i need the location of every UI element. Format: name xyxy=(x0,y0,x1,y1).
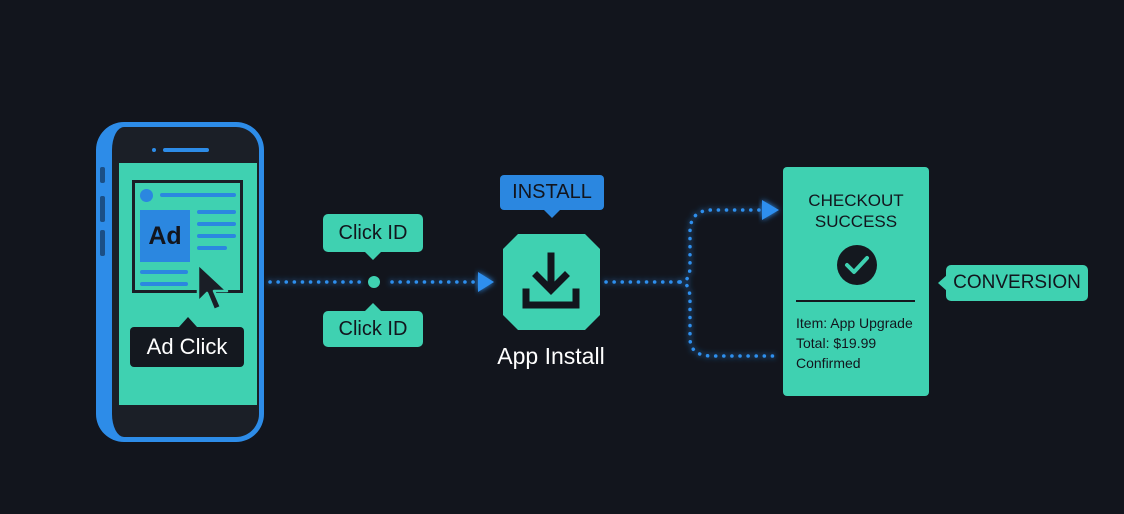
download-icon xyxy=(522,252,580,309)
ad-text-line xyxy=(197,210,236,214)
checkout-divider xyxy=(796,300,915,302)
app-install-label: App Install xyxy=(497,342,605,369)
ad-text-line xyxy=(197,222,236,226)
ad-badge: Ad xyxy=(140,210,190,262)
ad-text-line xyxy=(197,246,227,250)
click-id-label-top: Click ID xyxy=(323,214,423,260)
ad-text-line xyxy=(197,234,236,238)
checkout-title: CHECKOUT SUCCESS xyxy=(783,190,929,232)
checkout-item: Item: App Upgrade xyxy=(796,315,913,331)
click-id-label-bottom: Click ID xyxy=(323,303,423,347)
checkout-status: Confirmed xyxy=(796,355,861,371)
ad-text-line xyxy=(160,193,236,197)
phone-side-button xyxy=(100,196,105,222)
arrowhead-to-install xyxy=(478,272,494,292)
dotted-line-branch-down xyxy=(678,280,778,358)
ad-avatar-icon xyxy=(140,189,153,202)
checkout-title-line1: CHECKOUT xyxy=(808,191,904,210)
phone-speaker xyxy=(163,148,209,152)
ad-text-line xyxy=(140,270,188,274)
checkout-total: Total: $19.99 xyxy=(796,335,877,351)
checkmark-circle-icon xyxy=(837,245,877,285)
ad-click-label: Ad Click xyxy=(130,327,244,367)
arrowhead-to-checkout xyxy=(762,200,779,220)
ad-click-pointer xyxy=(179,317,197,327)
dotted-line-branch-up xyxy=(678,208,764,284)
phone-side-button xyxy=(100,230,105,256)
conversion-label: CONVERSION xyxy=(938,265,1088,301)
click-id-junction-node xyxy=(368,276,380,288)
phone-side-button xyxy=(100,167,105,183)
install-tag: INSTALL xyxy=(500,175,604,218)
phone-camera xyxy=(152,148,156,152)
ad-text-line xyxy=(140,282,188,286)
checkout-title-line2: SUCCESS xyxy=(814,212,898,231)
mouse-pointer-icon xyxy=(196,262,229,312)
